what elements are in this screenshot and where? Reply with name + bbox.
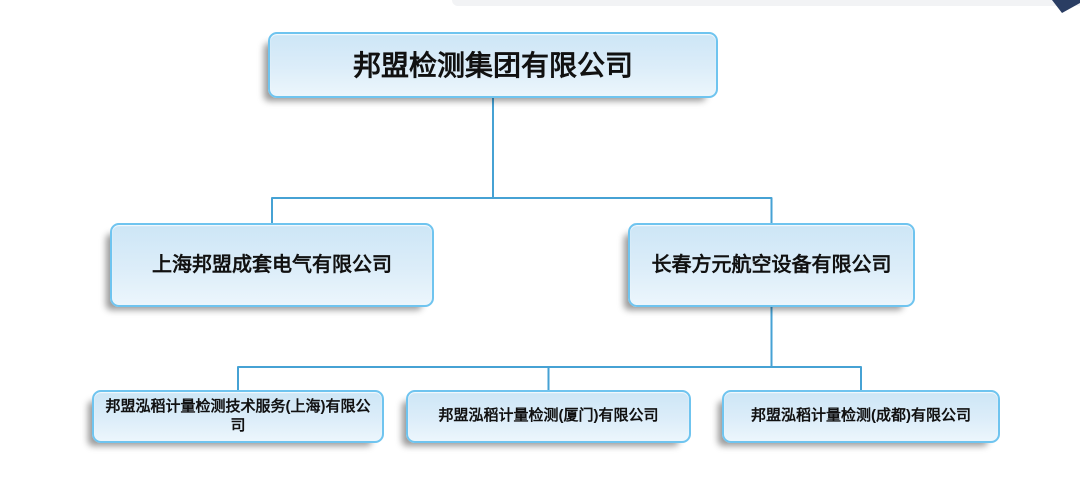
org-node-level2-shanghai: 上海邦盟成套电气有限公司	[110, 223, 434, 307]
org-node-root-label: 邦盟检测集团有限公司	[352, 49, 633, 81]
corner-arrow-icon[interactable]	[1040, 0, 1080, 16]
org-node-root: 邦盟检测集团有限公司	[268, 32, 718, 98]
org-node-level3-xiamen: 邦盟泓稻计量检测(厦门)有限公司	[406, 390, 691, 443]
org-node-level3-chengdu-label: 邦盟泓稻计量检测(成都)有限公司	[751, 407, 971, 425]
org-node-level3-shanghai-service: 邦盟泓稻计量检测技术服务(上海)有限公司	[92, 390, 384, 443]
org-node-level3-shanghai-service-label: 邦盟泓稻计量检测技术服务(上海)有限公司	[105, 397, 371, 434]
connector-level3-elbow	[237, 366, 862, 390]
org-node-level3-chengdu: 邦盟泓稻计量检测(成都)有限公司	[722, 390, 1000, 443]
top-edge-band	[452, 0, 1080, 6]
org-node-level2-shanghai-label: 上海邦盟成套电气有限公司	[152, 253, 392, 276]
org-node-level2-changchun: 长春方元航空设备有限公司	[628, 223, 915, 307]
org-node-level3-xiamen-label: 邦盟泓稻计量检测(厦门)有限公司	[438, 407, 659, 425]
connector-level2-elbow	[271, 197, 773, 223]
org-node-level2-changchun-label: 长春方元航空设备有限公司	[651, 253, 892, 276]
